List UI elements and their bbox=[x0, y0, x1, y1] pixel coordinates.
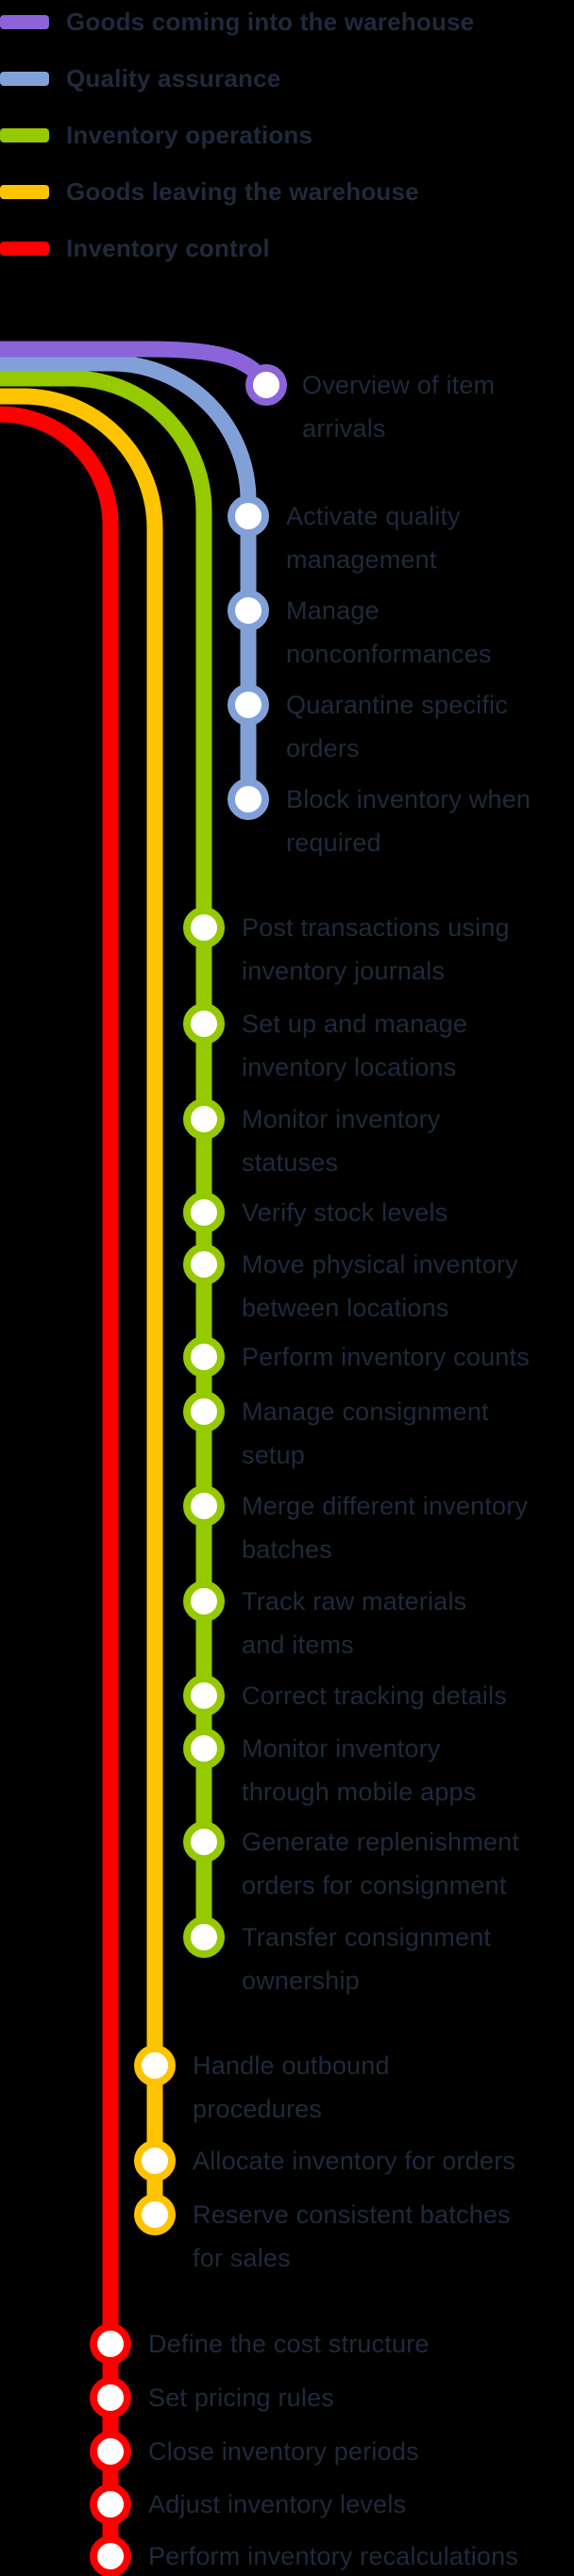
station-label-track-materials: Track raw materials and items bbox=[242, 1587, 467, 1659]
legend-swatch-outgoing bbox=[0, 184, 49, 199]
legend-label-outgoing: Goods leaving the warehouse bbox=[66, 176, 419, 206]
legend-label-quality: Quality assurance bbox=[66, 63, 281, 92]
station-label-block-inventory: Block inventory when required bbox=[286, 785, 532, 857]
station-consignment-setup bbox=[183, 1391, 225, 1432]
station-label-recalculations: Perform inventory recalculations bbox=[148, 2542, 519, 2570]
legend-item-outgoing: Goods leaving the warehouse bbox=[0, 170, 419, 213]
station-correct-tracking bbox=[183, 1675, 225, 1716]
station-label-consignment-setup: Manage consignment setup bbox=[242, 1397, 489, 1469]
station-label-handle-outbound: Handle outbound procedures bbox=[193, 2051, 390, 2123]
station-label-inventory-counts: Perform inventory counts bbox=[242, 1343, 530, 1371]
station-label-reserve-batches: Reserve consistent batches for sales bbox=[193, 2200, 511, 2272]
line-quality-path bbox=[0, 355, 257, 808]
station-label-manage-nonconformances: Manage nonconformances bbox=[286, 596, 492, 668]
station-mobile-apps bbox=[183, 1728, 225, 1769]
legend-swatch-incoming bbox=[0, 14, 49, 29]
legend-swatch-control bbox=[0, 241, 49, 256]
station-track-materials bbox=[183, 1581, 225, 1622]
station-monitor-statuses bbox=[183, 1098, 225, 1140]
station-label-replenishment-orders: Generate replenishment orders for consig… bbox=[242, 1828, 520, 1899]
legend-swatch-quality bbox=[0, 71, 49, 86]
line-outgoing-path bbox=[0, 388, 163, 2223]
station-label-verify-stock: Verify stock levels bbox=[242, 1198, 448, 1227]
station-replenishment-orders bbox=[183, 1821, 225, 1863]
station-label-quarantine-orders: Quarantine specific orders bbox=[286, 691, 508, 762]
line-control-path bbox=[0, 406, 119, 2565]
station-move-physical bbox=[183, 1244, 225, 1285]
station-setup-locations bbox=[183, 1003, 225, 1045]
station-verify-stock bbox=[183, 1192, 225, 1233]
station-allocate-inventory bbox=[134, 2140, 176, 2182]
station-transfer-ownership bbox=[183, 1916, 225, 1958]
station-cost-structure bbox=[90, 2323, 131, 2365]
legend-item-operations: Inventory operations bbox=[0, 113, 312, 157]
station-label-allocate-inventory: Allocate inventory for orders bbox=[193, 2147, 515, 2175]
station-label-setup-locations: Set up and manage inventory locations bbox=[242, 1010, 468, 1081]
station-label-post-transactions: Post transactions using inventory journa… bbox=[242, 913, 510, 985]
station-reserve-batches bbox=[134, 2194, 176, 2235]
legend: Goods coming into the warehouse Quality … bbox=[0, 0, 574, 283]
station-inventory-counts bbox=[183, 1336, 225, 1378]
legend-swatch-operations bbox=[0, 127, 49, 142]
station-activate-quality bbox=[228, 495, 269, 537]
legend-label-incoming: Goods coming into the warehouse bbox=[66, 7, 475, 36]
station-manage-nonconformances bbox=[228, 590, 269, 631]
station-pricing-rules bbox=[90, 2377, 131, 2418]
station-label-close-periods: Close inventory periods bbox=[148, 2437, 419, 2466]
station-label-mobile-apps: Monitor inventory through mobile apps bbox=[242, 1734, 477, 1806]
line-operations-path bbox=[0, 370, 212, 1946]
legend-item-quality: Quality assurance bbox=[0, 57, 280, 100]
station-label-merge-batches: Merge different inventory batches bbox=[242, 1492, 529, 1564]
station-label-overview-item-arrivals: Overview of item arrivals bbox=[302, 371, 496, 443]
legend-item-control: Inventory control bbox=[0, 226, 270, 270]
station-label-transfer-ownership: Transfer consignment ownership bbox=[242, 1923, 492, 1995]
station-label-cost-structure: Define the cost structure bbox=[148, 2330, 430, 2358]
station-handle-outbound bbox=[134, 2045, 176, 2086]
station-quarantine-orders bbox=[228, 684, 269, 726]
legend-item-incoming: Goods coming into the warehouse bbox=[0, 0, 474, 43]
station-label-move-physical: Move physical inventory between location… bbox=[242, 1250, 518, 1322]
legend-label-control: Inventory control bbox=[66, 233, 270, 262]
station-block-inventory bbox=[228, 778, 269, 820]
station-label-adjust-levels: Adjust inventory levels bbox=[148, 2490, 407, 2518]
station-label-correct-tracking: Correct tracking details bbox=[242, 1681, 507, 1710]
station-merge-batches bbox=[183, 1485, 225, 1527]
station-label-monitor-statuses: Monitor inventory statuses bbox=[242, 1105, 441, 1177]
station-label-activate-quality: Activate quality management bbox=[286, 502, 461, 574]
legend-label-operations: Inventory operations bbox=[66, 120, 313, 149]
station-overview-item-arrivals bbox=[245, 364, 287, 406]
station-post-transactions bbox=[183, 907, 225, 948]
station-adjust-levels bbox=[90, 2484, 131, 2525]
station-label-pricing-rules: Set pricing rules bbox=[148, 2384, 334, 2412]
station-recalculations bbox=[90, 2535, 131, 2576]
station-close-periods bbox=[90, 2431, 131, 2472]
